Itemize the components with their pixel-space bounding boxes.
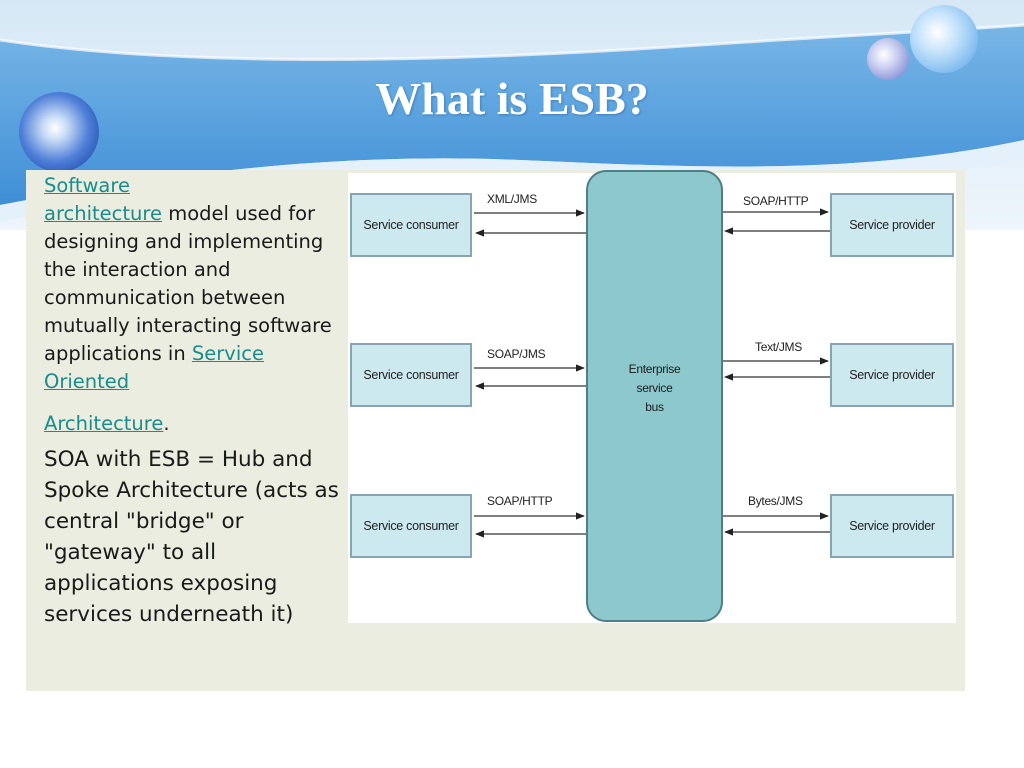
- hub-spoke-paragraph: SOA with ESB = Hub and Spoke Architectur…: [44, 447, 339, 627]
- consumer-protocol-2: SOAP/JMS: [487, 347, 546, 361]
- software-link[interactable]: Software: [44, 174, 130, 197]
- architecture-line: Architecture.: [44, 410, 339, 438]
- description-text: Software architecture model used for des…: [44, 172, 339, 630]
- enterprise-service-bus[interactable]: [586, 170, 723, 622]
- architecture-link[interactable]: architecture: [44, 202, 162, 225]
- service-provider-1[interactable]: Service provider: [830, 193, 954, 257]
- service-oriented-link[interactable]: Service Oriented: [44, 342, 264, 393]
- definition-paragraph: Software architecture model used for des…: [44, 172, 339, 438]
- consumer-protocol-3: SOAP/HTTP: [487, 494, 553, 508]
- provider-protocol-1: SOAP/HTTP: [743, 194, 809, 208]
- service-consumer-3[interactable]: Service consumer: [350, 494, 472, 558]
- service-provider-2[interactable]: Service provider: [830, 343, 954, 407]
- slide-title: What is ESB?: [375, 73, 649, 124]
- provider-protocol-3: Bytes/JMS: [748, 494, 803, 508]
- definition-text: model used for designing and implementin…: [44, 202, 332, 365]
- bus-label: Enterprise service bus: [628, 362, 681, 414]
- period: .: [163, 412, 170, 435]
- architecture-link-2[interactable]: Architecture: [44, 412, 164, 435]
- provider-protocol-2: Text/JMS: [755, 340, 802, 354]
- service-provider-3[interactable]: Service provider: [830, 494, 954, 558]
- service-consumer-1[interactable]: Service consumer: [350, 193, 472, 257]
- service-consumer-2[interactable]: Service consumer: [350, 343, 472, 407]
- consumer-protocol-1: XML/JMS: [487, 192, 537, 206]
